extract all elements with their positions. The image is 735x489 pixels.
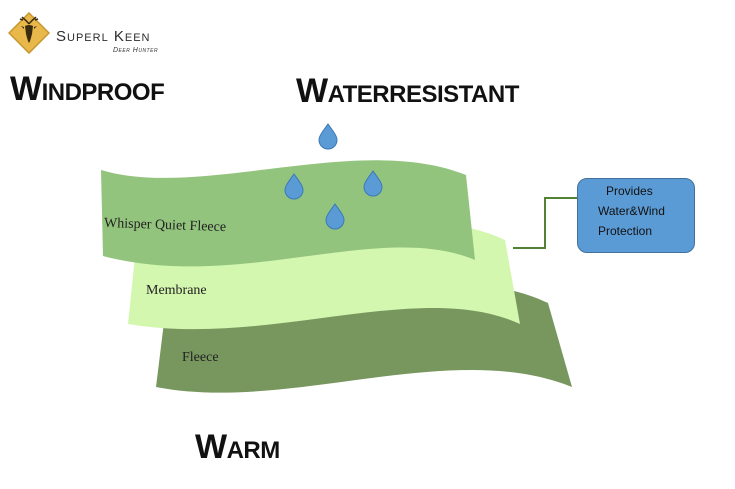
heading-windproof: Windproof — [10, 70, 165, 108]
heading-warm: Warm — [195, 428, 280, 466]
water-drop-icon — [325, 203, 345, 230]
callout-line-protection: Protection — [598, 224, 653, 238]
brand-tagline: Deer Hunter — [113, 47, 159, 54]
heading-waterresistant: Waterresistant — [296, 72, 519, 110]
brand-logo: Superl Keen Deer Hunter — [8, 10, 208, 60]
callout-connector — [513, 197, 577, 249]
water-drop-icon — [284, 173, 304, 200]
deer-head-icon — [8, 12, 50, 54]
layer-label-fleece: Fleece — [182, 350, 219, 365]
callout-box: Provides Water&Wind Protection — [577, 178, 695, 253]
callout-line-water-wind: Water&Wind — [598, 204, 665, 218]
water-drop-icon — [318, 123, 338, 150]
water-drop-icon — [363, 170, 383, 197]
callout-line-provides: Provides — [606, 184, 653, 198]
brand-name: Superl Keen — [56, 28, 151, 45]
layer-label-membrane: Membrane — [146, 283, 207, 298]
